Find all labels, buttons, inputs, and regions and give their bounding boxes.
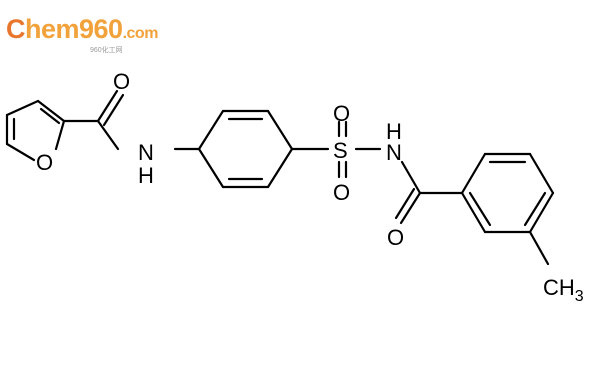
logo-wordmark: Chem960.com <box>6 14 158 44</box>
atom-carbonyl-oxygen-2: O <box>387 225 404 250</box>
bond <box>460 191 487 234</box>
bond <box>266 147 294 189</box>
logo-subtitle: 960化工网 <box>90 47 123 54</box>
bond <box>528 230 550 266</box>
bond <box>523 191 547 227</box>
atom-amide-hydrogen-1: H <box>138 163 154 188</box>
bond <box>399 191 422 225</box>
bond <box>266 109 294 151</box>
atom-sulfonyl-oxygen-bottom: O <box>333 180 350 205</box>
atom-sulfur: S <box>333 138 348 163</box>
bond <box>96 119 120 151</box>
atom-carbonyl-oxygen-1: O <box>113 69 130 94</box>
bond <box>197 147 225 189</box>
bond <box>36 99 66 123</box>
atom-amide-nitrogen-1: N <box>138 140 154 165</box>
bond <box>39 107 61 125</box>
atom-furan-oxygen: O <box>36 150 53 175</box>
bond <box>528 152 555 195</box>
chem960-logo[interactable]: Chem960.com 960化工网 <box>6 14 158 58</box>
atom-sulfonyl-oxygen-top: O <box>333 101 350 126</box>
bond <box>96 89 119 123</box>
atom-sulfonamide-hydrogen: H <box>386 119 402 144</box>
bond <box>400 160 422 195</box>
bond <box>468 191 492 227</box>
bond <box>394 187 416 220</box>
atom-methyl: CH3 <box>543 275 584 305</box>
bond <box>5 99 40 117</box>
bond <box>528 191 555 234</box>
bond <box>197 109 225 151</box>
bond <box>5 142 36 162</box>
atom-sulfonamide-nitrogen: N <box>386 140 402 165</box>
bond <box>102 93 125 127</box>
bond <box>460 152 487 195</box>
bond <box>54 119 66 151</box>
